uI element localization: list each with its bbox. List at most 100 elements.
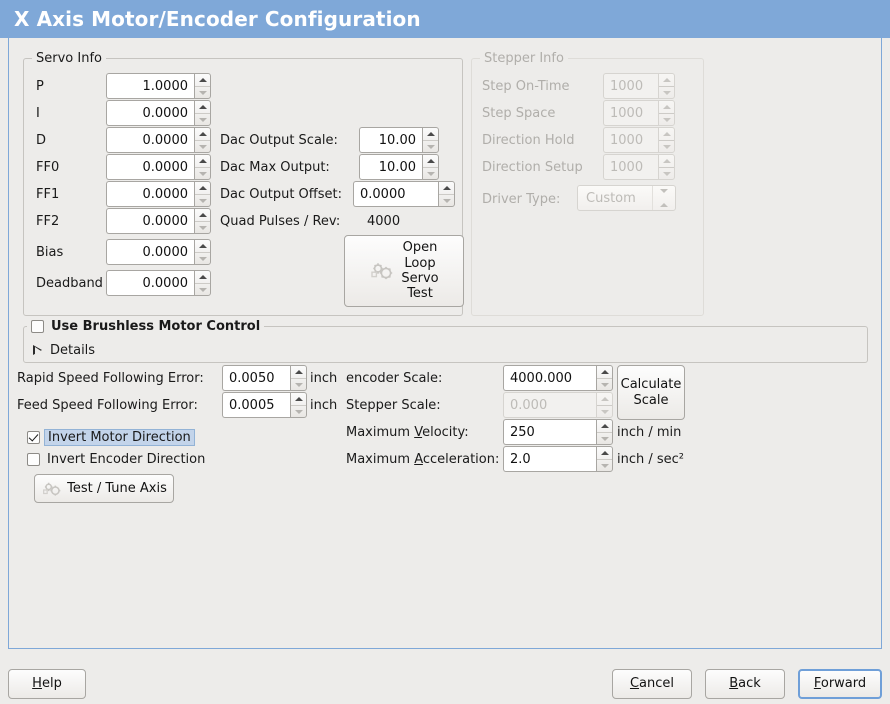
servo-value-ff1[interactable]: 0.0000 bbox=[106, 181, 194, 207]
spin-down-icon[interactable] bbox=[291, 405, 306, 417]
dac-output-offset-input[interactable]: 0.0000 bbox=[353, 181, 455, 207]
spin-up-icon[interactable] bbox=[195, 209, 210, 221]
servo-spinner-ff0[interactable] bbox=[194, 154, 211, 180]
spin-down-icon[interactable] bbox=[597, 459, 612, 471]
dac-output-offset-value[interactable]: 0.0000 bbox=[353, 181, 438, 207]
servo-input-ff0[interactable]: 0.0000 bbox=[106, 154, 211, 180]
spin-down-icon[interactable] bbox=[439, 194, 454, 206]
spin-up-icon[interactable] bbox=[597, 420, 612, 432]
rapid-following-error-value[interactable]: 0.0050 bbox=[222, 365, 290, 391]
spin-down-icon[interactable] bbox=[195, 252, 210, 264]
spin-down-icon[interactable] bbox=[195, 140, 210, 152]
forward-button[interactable]: Forward bbox=[798, 669, 882, 699]
dac-output-scale-value[interactable]: 10.00 bbox=[359, 127, 422, 153]
invert-motor-direction-checkbox[interactable]: Invert Motor Direction bbox=[27, 429, 195, 446]
encoder-scale-input[interactable]: 4000.000 bbox=[503, 365, 613, 391]
spin-down-icon[interactable] bbox=[597, 378, 612, 390]
feed-following-error-value[interactable]: 0.0005 bbox=[222, 392, 290, 418]
servo-value-bias[interactable]: 0.0000 bbox=[106, 239, 194, 265]
servo-input-i[interactable]: 0.0000 bbox=[106, 100, 211, 126]
maximum-acceleration-value[interactable]: 2.0 bbox=[503, 446, 596, 472]
maximum-velocity-value[interactable]: 250 bbox=[503, 419, 596, 445]
maximum-acceleration-spinner[interactable] bbox=[596, 446, 613, 472]
spin-up-icon[interactable] bbox=[597, 447, 612, 459]
checkbox-box-icon[interactable] bbox=[31, 320, 44, 333]
servo-spinner-i[interactable] bbox=[194, 100, 211, 126]
rapid-following-error-spinner[interactable] bbox=[290, 365, 307, 391]
dac-max-output-value[interactable]: 10.00 bbox=[359, 154, 422, 180]
spin-up-icon[interactable] bbox=[423, 155, 438, 167]
spin-down-icon[interactable] bbox=[195, 86, 210, 98]
servo-value-ff0[interactable]: 0.0000 bbox=[106, 154, 194, 180]
servo-spinner-deadband[interactable] bbox=[194, 270, 211, 296]
maximum-acceleration-input[interactable]: 2.0 bbox=[503, 446, 613, 472]
spin-up-icon[interactable] bbox=[423, 128, 438, 140]
feed-following-error-input[interactable]: 0.0005 bbox=[222, 392, 307, 418]
servo-value-deadband[interactable]: 0.0000 bbox=[106, 270, 194, 296]
spin-up-icon[interactable] bbox=[195, 182, 210, 194]
feed-following-error-spinner[interactable] bbox=[290, 392, 307, 418]
triangle-right-icon[interactable] bbox=[33, 345, 42, 356]
spin-up-icon[interactable] bbox=[291, 393, 306, 405]
spin-up-icon[interactable] bbox=[195, 271, 210, 283]
servo-input-ff2[interactable]: 0.0000 bbox=[106, 208, 211, 234]
spin-down-icon[interactable] bbox=[597, 432, 612, 444]
spin-up-icon[interactable] bbox=[195, 128, 210, 140]
spin-down-icon[interactable] bbox=[423, 140, 438, 152]
maximum-velocity-input[interactable]: 250 bbox=[503, 419, 613, 445]
spin-down-icon[interactable] bbox=[195, 194, 210, 206]
details-expander[interactable]: Details bbox=[33, 343, 95, 358]
invert-encoder-direction-checkbox[interactable]: Invert Encoder Direction bbox=[27, 452, 205, 467]
cancel-button[interactable]: Cancel bbox=[612, 669, 692, 699]
spin-up-icon[interactable] bbox=[195, 74, 210, 86]
servo-input-p[interactable]: 1.0000 bbox=[106, 73, 211, 99]
servo-spinner-d[interactable] bbox=[194, 127, 211, 153]
maximum-velocity-label: Maximum Velocity: bbox=[346, 425, 469, 440]
checkbox-box-icon[interactable] bbox=[27, 453, 40, 466]
spin-down-icon[interactable] bbox=[195, 221, 210, 233]
spin-up-icon[interactable] bbox=[439, 182, 454, 194]
spin-down-icon[interactable] bbox=[195, 283, 210, 295]
servo-value-p[interactable]: 1.0000 bbox=[106, 73, 194, 99]
servo-value-d[interactable]: 0.0000 bbox=[106, 127, 194, 153]
servo-spinner-ff2[interactable] bbox=[194, 208, 211, 234]
spin-down-icon[interactable] bbox=[195, 113, 210, 125]
rapid-following-error-input[interactable]: 0.0050 bbox=[222, 365, 307, 391]
maximum-velocity-spinner[interactable] bbox=[596, 419, 613, 445]
servo-input-bias[interactable]: 0.0000 bbox=[106, 239, 211, 265]
spin-down-icon[interactable] bbox=[423, 167, 438, 179]
spin-down-icon[interactable] bbox=[195, 167, 210, 179]
servo-input-deadband[interactable]: 0.0000 bbox=[106, 270, 211, 296]
dac-output-scale-spinner[interactable] bbox=[422, 127, 439, 153]
dac-max-output-spinner[interactable] bbox=[422, 154, 439, 180]
encoder-scale-value[interactable]: 4000.000 bbox=[503, 365, 596, 391]
servo-value-ff2[interactable]: 0.0000 bbox=[106, 208, 194, 234]
spin-up-icon[interactable] bbox=[291, 366, 306, 378]
test-tune-axis-button[interactable]: Test / Tune Axis bbox=[34, 474, 174, 503]
servo-spinner-p[interactable] bbox=[194, 73, 211, 99]
servo-spinner-bias[interactable] bbox=[194, 239, 211, 265]
use-brushless-motor-control-checkbox[interactable]: Use Brushless Motor Control bbox=[27, 319, 265, 334]
encoder-scale-spinner[interactable] bbox=[596, 365, 613, 391]
dac-output-scale-input[interactable]: 10.00 bbox=[359, 127, 439, 153]
spin-down-icon[interactable] bbox=[291, 378, 306, 390]
servo-value-i[interactable]: 0.0000 bbox=[106, 100, 194, 126]
servo-spinner-ff1[interactable] bbox=[194, 181, 211, 207]
servo-input-ff1[interactable]: 0.0000 bbox=[106, 181, 211, 207]
back-button[interactable]: Back bbox=[705, 669, 785, 699]
dac-max-output-input[interactable]: 10.00 bbox=[359, 154, 439, 180]
driver-type-value: Custom bbox=[586, 190, 636, 206]
spin-up-icon[interactable] bbox=[195, 101, 210, 113]
spin-up-icon[interactable] bbox=[195, 155, 210, 167]
help-button[interactable]: Help bbox=[8, 669, 86, 699]
dac-output-offset-spinner[interactable] bbox=[438, 181, 455, 207]
servo-input-d[interactable]: 0.0000 bbox=[106, 127, 211, 153]
title-bar: X Axis Motor/Encoder Configuration bbox=[0, 0, 890, 38]
checkbox-box-icon[interactable] bbox=[27, 431, 40, 444]
brushless-checkbox-inner[interactable]: Use Brushless Motor Control bbox=[31, 319, 260, 334]
spin-up-icon[interactable] bbox=[597, 366, 612, 378]
stepper-scale-spinner bbox=[596, 392, 613, 418]
spin-up-icon[interactable] bbox=[195, 240, 210, 252]
